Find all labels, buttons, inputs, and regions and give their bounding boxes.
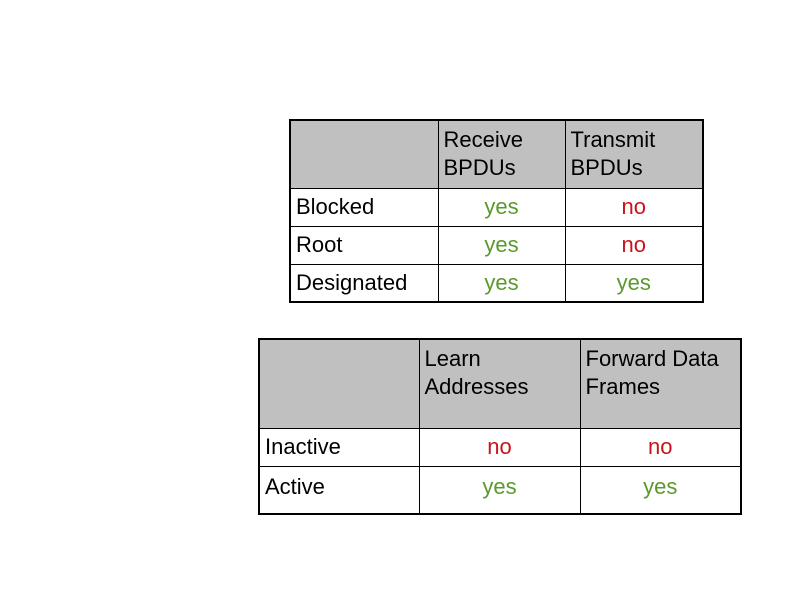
row-label: Active: [258, 465, 420, 515]
row-label: Inactive: [258, 427, 420, 467]
transmit-value: no: [564, 225, 704, 265]
header-transmit-bpdus: Transmit BPDUs: [564, 119, 704, 189]
header-receive-bpdus: Receive BPDUs: [437, 119, 566, 189]
row-label: Root: [289, 225, 439, 265]
receive-value: yes: [437, 187, 566, 227]
table-header-row: Learn Addresses Forward Data Frames: [258, 338, 742, 429]
header-cell-empty: [289, 119, 439, 189]
port-state-table: Learn Addresses Forward Data Frames Inac…: [258, 338, 742, 515]
row-label: Designated: [289, 263, 439, 303]
header-learn-addresses: Learn Addresses: [418, 338, 581, 429]
table-row: Root yes no: [289, 225, 704, 265]
table-header-row: Receive BPDUs Transmit BPDUs: [289, 119, 704, 189]
learn-value: yes: [418, 465, 581, 515]
transmit-value: no: [564, 187, 704, 227]
receive-value: yes: [437, 263, 566, 303]
table-row: Designated yes yes: [289, 263, 704, 303]
forward-value: yes: [579, 465, 742, 515]
learn-value: no: [418, 427, 581, 467]
row-label: Blocked: [289, 187, 439, 227]
header-forward-data-frames: Forward Data Frames: [579, 338, 742, 429]
bpdu-port-role-table: Receive BPDUs Transmit BPDUs Blocked yes…: [289, 119, 704, 303]
receive-value: yes: [437, 225, 566, 265]
table-row: Active yes yes: [258, 465, 742, 515]
header-cell-empty: [258, 338, 420, 429]
table-row: Inactive no no: [258, 427, 742, 467]
transmit-value: yes: [564, 263, 704, 303]
forward-value: no: [579, 427, 742, 467]
table-row: Blocked yes no: [289, 187, 704, 227]
